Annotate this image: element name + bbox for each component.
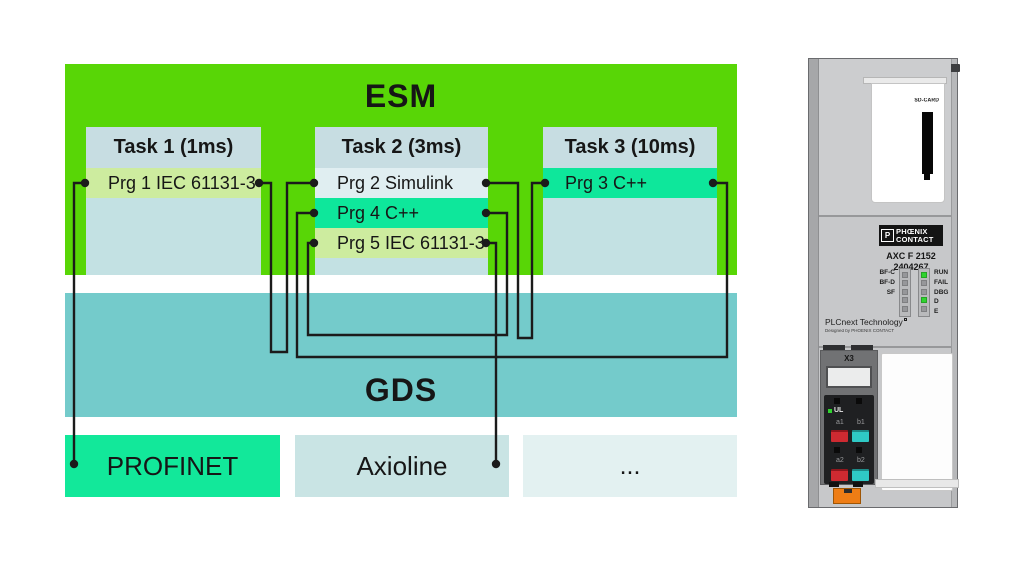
led-d bbox=[921, 297, 927, 303]
phoenix-logo-icon: P bbox=[881, 229, 894, 242]
led-labels-left: BF-C BF-D SF bbox=[879, 269, 895, 296]
latch-slot bbox=[823, 345, 845, 351]
trademark-icon bbox=[903, 318, 907, 322]
led-labels-right: RUN FAIL DBG D E bbox=[934, 269, 949, 316]
sd-card-slot bbox=[922, 112, 933, 174]
device-model: AXC F 2152 bbox=[886, 251, 936, 261]
led-e bbox=[921, 305, 927, 312]
task-3-panel: Task 3 (10ms) Prg 3 C++ bbox=[543, 127, 717, 275]
task-2-title: Task 2 (3ms) bbox=[315, 127, 488, 168]
task-1-body bbox=[86, 198, 261, 275]
x3-connector-module: X3 UL a1 b1 a2 b2 bbox=[820, 350, 878, 487]
terminal-b1 bbox=[852, 430, 869, 442]
terminal-a2 bbox=[831, 469, 848, 481]
device-article-number: 2404267 bbox=[893, 262, 929, 272]
program-prg4: Prg 4 C++ bbox=[315, 198, 488, 228]
program-prg3: Prg 3 C++ bbox=[543, 168, 717, 198]
latch-slot bbox=[851, 345, 873, 351]
task-1-title: Task 1 (1ms) bbox=[86, 127, 261, 168]
axc-f-2152-device: SD-CARD P PHŒNIX CONTACT AXC F 2152 2404… bbox=[808, 58, 960, 508]
bus-axioline: Axioline bbox=[295, 435, 509, 497]
terminal-b2 bbox=[852, 469, 869, 481]
terminal-label-b2: b2 bbox=[857, 457, 865, 464]
gds-block: GDS bbox=[65, 293, 737, 417]
front-door-handle bbox=[875, 479, 959, 488]
ul-led bbox=[828, 408, 832, 413]
terminal-a1 bbox=[831, 430, 848, 442]
device-mid-section: P PHŒNIX CONTACT AXC F 2152 2404267 BF-C… bbox=[819, 219, 951, 348]
front-door bbox=[881, 353, 953, 491]
device-bottom-section: X3 UL a1 b1 a2 b2 bbox=[819, 345, 959, 505]
phoenix-contact-logo: P PHŒNIX CONTACT bbox=[879, 225, 943, 246]
task-1-panel: Task 1 (1ms) Prg 1 IEC 61131-3 bbox=[86, 127, 261, 275]
program-prg5: Prg 5 IEC 61131-3 bbox=[315, 228, 488, 258]
brand-line2: CONTACT bbox=[896, 234, 934, 244]
din-rail-release-tab bbox=[833, 488, 861, 504]
sd-card-label: SD-CARD bbox=[914, 98, 939, 104]
program-prg1: Prg 1 IEC 61131-3 bbox=[86, 168, 261, 198]
terminal-label-a1: a1 bbox=[836, 419, 844, 426]
task-3-body bbox=[543, 198, 717, 275]
device-right-rail bbox=[951, 59, 957, 507]
x3-window bbox=[826, 366, 872, 388]
x3-label: X3 bbox=[844, 354, 854, 363]
task-2-panel: Task 2 (3ms) Prg 2 Simulink Prg 4 C++ Pr… bbox=[315, 127, 488, 275]
led-strip-left bbox=[899, 268, 911, 317]
ul-label: UL bbox=[834, 407, 844, 414]
terminal-label-a2: a2 bbox=[836, 457, 844, 464]
terminal-label-b1: b1 bbox=[857, 419, 865, 426]
task-2-body bbox=[315, 258, 488, 275]
bus-profinet: PROFINET bbox=[65, 435, 280, 497]
bus-other: ... bbox=[523, 435, 737, 497]
plcnext-technology-label: PLCnext Technology bbox=[825, 317, 903, 327]
led-run bbox=[921, 271, 927, 278]
led-dbg bbox=[921, 288, 927, 295]
x3-terminal-face: UL a1 b1 a2 b2 bbox=[824, 395, 874, 484]
task-3-title: Task 3 (10ms) bbox=[543, 127, 717, 168]
device-top-section: SD-CARD bbox=[819, 59, 951, 217]
device-left-rail bbox=[809, 59, 819, 507]
gds-title: GDS bbox=[364, 372, 438, 408]
sd-card-door: SD-CARD bbox=[871, 83, 945, 203]
designed-by-label: Designed by PHOENIX CONTACT bbox=[825, 329, 895, 334]
esm-title: ESM bbox=[364, 78, 438, 114]
brand-line1: PHŒNIX bbox=[896, 226, 928, 236]
led-fail bbox=[921, 280, 927, 286]
sd-card-slot-foot bbox=[924, 174, 930, 180]
led-strip-right bbox=[918, 268, 930, 317]
program-prg2: Prg 2 Simulink bbox=[315, 168, 488, 198]
